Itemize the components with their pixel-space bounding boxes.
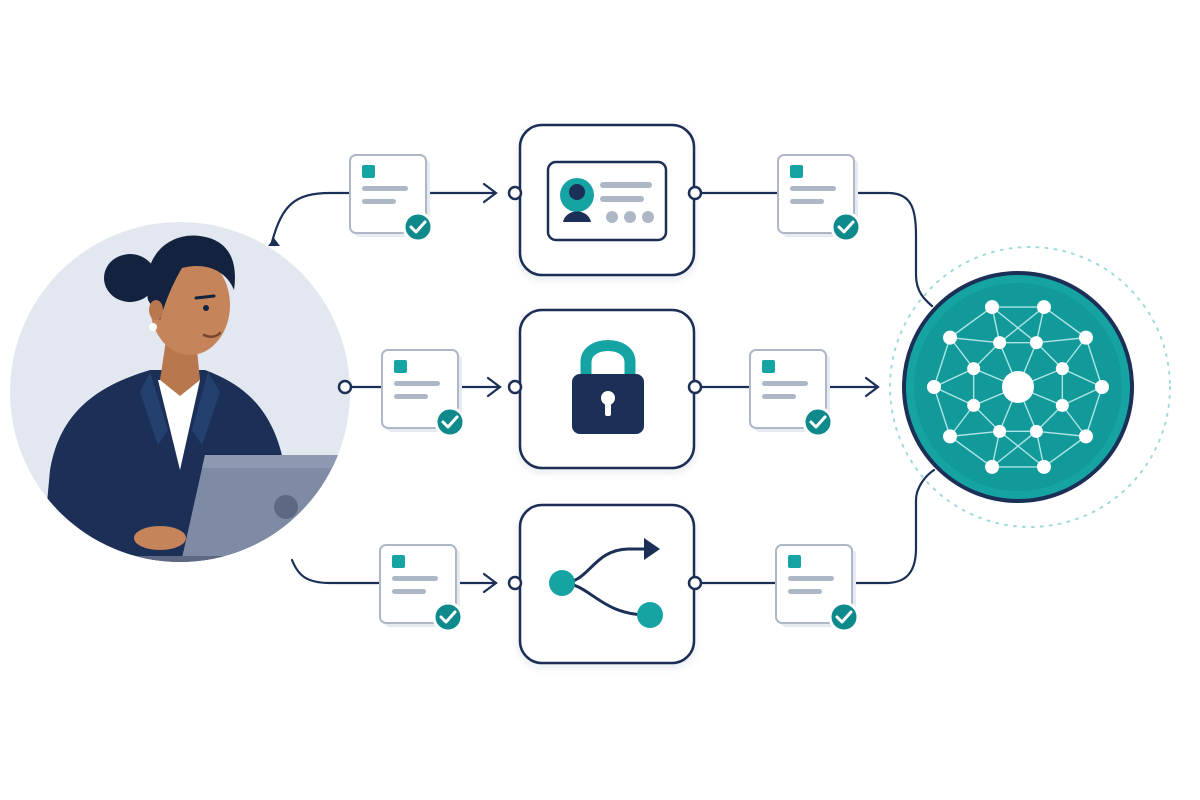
network-node	[967, 398, 981, 412]
network-node	[967, 362, 981, 376]
network-node	[985, 459, 1000, 474]
step-box-routing	[518, 503, 696, 665]
check-badge-icon	[402, 211, 434, 243]
documents-layer	[349, 154, 862, 633]
arrowhead-middle-in	[486, 376, 502, 398]
connector-user-top	[270, 191, 352, 244]
arrowhead-middle-out	[864, 376, 880, 398]
arrowhead-bottom-in	[482, 572, 498, 594]
arrowhead-top-in	[482, 182, 498, 204]
padlock-icon	[572, 340, 644, 434]
check-badge-icon	[432, 601, 464, 633]
document-card-output-top	[777, 154, 862, 243]
connector-top-to-hub	[854, 191, 934, 308]
network-node	[1029, 336, 1043, 350]
id-card-icon	[546, 160, 668, 242]
check-badge-icon	[830, 211, 862, 243]
check-badge-icon	[802, 406, 834, 438]
check-badge-icon	[828, 601, 860, 633]
network-node	[1036, 300, 1051, 315]
network-node	[1055, 398, 1069, 412]
network-node	[1029, 424, 1043, 438]
network-node	[1078, 330, 1093, 345]
document-card-input-top	[349, 154, 434, 243]
network-node	[927, 380, 941, 394]
network-node	[943, 429, 958, 444]
connector-bottom-to-hub	[850, 468, 936, 585]
network-node	[943, 330, 958, 345]
network-node	[993, 336, 1007, 350]
network-node	[1036, 459, 1051, 474]
neural-network-icon	[889, 246, 1171, 528]
network-core-node	[1002, 371, 1034, 403]
document-card-output-bottom	[775, 544, 860, 633]
network-node	[1095, 380, 1109, 394]
check-badge-icon	[434, 406, 466, 438]
connector-ports	[337, 185, 703, 591]
network-node	[993, 424, 1007, 438]
network-node	[1055, 362, 1069, 376]
network-node	[985, 300, 1000, 315]
document-card-output-middle	[749, 349, 834, 438]
branch-arrow-icon	[549, 538, 663, 628]
user-arrow-marker	[268, 238, 280, 246]
document-card-input-middle	[381, 349, 466, 438]
network-node	[1078, 429, 1093, 444]
connector-user-bottom	[290, 558, 382, 585]
connector-lines	[270, 182, 936, 594]
document-card-input-bottom	[379, 544, 464, 633]
woman-with-laptop-icon	[10, 222, 350, 562]
